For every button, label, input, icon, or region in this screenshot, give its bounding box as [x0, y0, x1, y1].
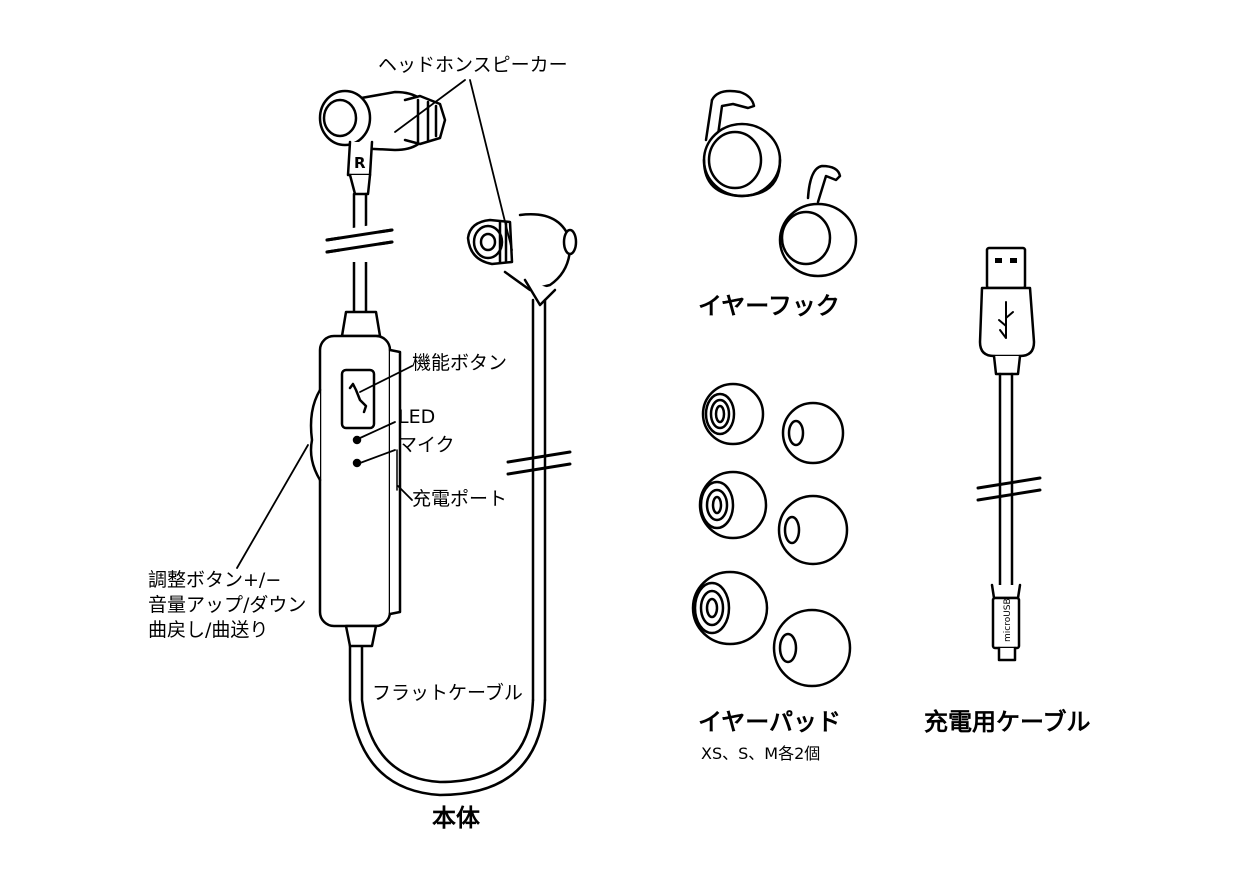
right-mark: R — [354, 154, 366, 172]
headphone-speaker-label: ヘッドホンスピーカー — [378, 54, 568, 76]
upper-cable — [325, 192, 394, 317]
led-label: LED — [398, 406, 436, 428]
adjust-line-3: 曲戻し/曲送り — [148, 619, 269, 641]
charge-port-label: 充電ポート — [412, 488, 508, 510]
ear-pad-caption: イヤーパッド — [698, 708, 842, 736]
adjust-button-label: 調整ボタン+/− 音量アップ/ダウン 曲戻し/曲送り — [148, 568, 306, 643]
mic-label: マイク — [398, 434, 455, 456]
adjust-line-1: 調整ボタン+/− — [148, 569, 282, 591]
charging-cable — [976, 246, 1042, 662]
function-button — [340, 368, 376, 430]
main-unit-caption: 本体 — [432, 804, 480, 832]
ear-hook-small — [778, 164, 858, 278]
remote-control — [309, 310, 402, 648]
function-button-label: 機能ボタン — [412, 352, 508, 374]
flat-cable-loop — [348, 643, 547, 797]
ear-hook-large — [702, 89, 782, 198]
adjust-line-2: 音量アップ/ダウン — [148, 594, 307, 616]
lower-cable — [506, 298, 572, 702]
ear-pads — [691, 382, 852, 688]
connector-text: microUSB — [1003, 598, 1013, 642]
ear-hook-caption: イヤーフック — [698, 292, 840, 320]
flat-cable-label: フラットケーブル — [372, 682, 523, 704]
ear-pad-sizes: XS、S、M各2個 — [701, 744, 821, 763]
left-earbud — [466, 213, 578, 307]
charging-cable-caption: 充電用ケーブル — [924, 708, 1091, 736]
leader-lines — [236, 79, 513, 569]
right-earbud — [318, 89, 447, 196]
